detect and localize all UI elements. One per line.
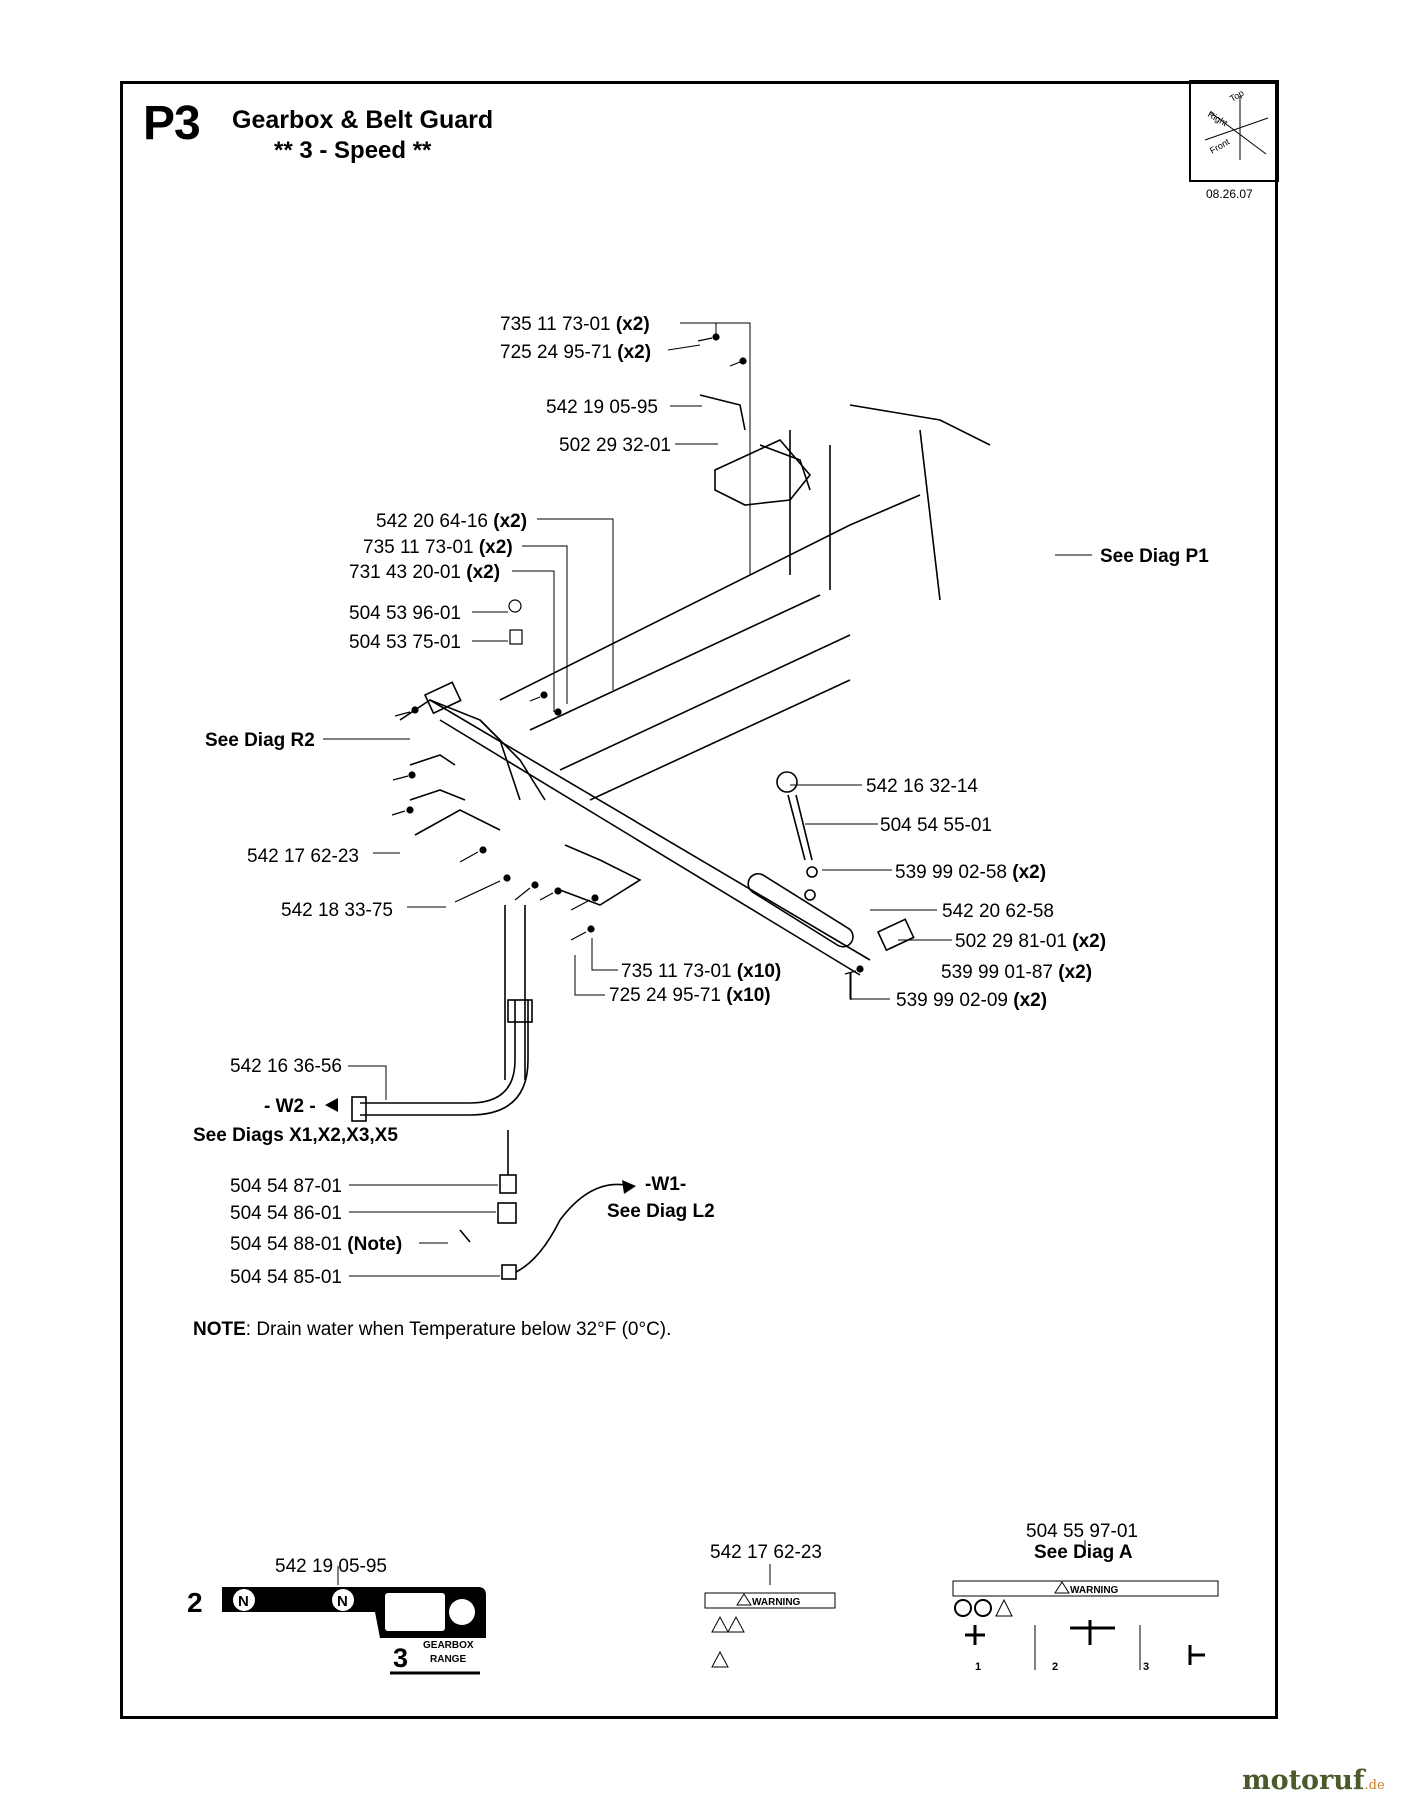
diagram-frame [120, 81, 1278, 1719]
orientation-front: Front [1208, 136, 1232, 155]
arrows [325, 1098, 636, 1194]
ref-see-diag-p1: See Diag P1 [1100, 546, 1209, 567]
decal-index: 2 [187, 1587, 203, 1618]
callout-542-16-36-56: 542 16 36-56 [230, 1056, 342, 1077]
decal-mid-part: 542 17 62-23 [710, 1542, 822, 1563]
brand-logo: motoruf.de [1242, 1765, 1385, 1796]
callout-504-54-87-01: 504 54 87-01 [230, 1176, 342, 1197]
callout-542-20-62-58: 542 20 62-58 [942, 901, 1054, 922]
callout-539-99-02-09: 539 99 02-09 (x2) [896, 990, 1047, 1011]
neutral-icon-2: N [337, 1593, 348, 1610]
callout-504-54-85-01: 504 54 85-01 [230, 1267, 342, 1288]
drain-note: NOTE: Drain water when Temperature below… [193, 1319, 671, 1340]
decal-right-part: 504 55 97-01 [1026, 1521, 1138, 1542]
callout-542-17-62-23: 542 17 62-23 [247, 846, 359, 867]
leader-lines [323, 322, 1092, 1585]
hazard-icon-4 [995, 1598, 1013, 1617]
decal-right-warning: WARNING [1070, 1585, 1119, 1596]
step-2: 2 [1052, 1661, 1058, 1673]
prohibit-icon [954, 1599, 972, 1617]
ref-see-diag-r2: See Diag R2 [205, 730, 315, 751]
callout-542-16-32-14: 542 16 32-14 [866, 776, 978, 797]
ref-w2: - W2 - [264, 1096, 316, 1117]
callout-539-99-01-87: 539 99 01-87 (x2) [941, 962, 1092, 983]
decal-gearbox-range: 2 542 19 05-95 N N 3 GEARBOX RANGE [187, 1556, 486, 1675]
callout-725-24-95-71-b: 725 24 95-71 (x10) [609, 985, 771, 1006]
decal-warning-mid: 542 17 62-23 WARNING [704, 1542, 836, 1668]
hazard-icon-3 [711, 1650, 729, 1668]
ref-w1: -W1- [645, 1174, 686, 1195]
ref-see-diags-x: See Diags X1,X2,X3,X5 [193, 1125, 398, 1146]
callout-731-43-20-01: 731 43 20-01 (x2) [349, 562, 500, 583]
callout-504-54-88-01: 504 54 88-01 (Note) [230, 1234, 402, 1255]
range-line-1: GEARBOX [423, 1640, 474, 1651]
range-line-2: RANGE [430, 1654, 466, 1665]
callout-504-53-96-01: 504 53 96-01 [349, 603, 461, 624]
callout-542-18-33-75: 542 18 33-75 [281, 900, 393, 921]
orientation-right: Right [1206, 109, 1230, 128]
callout-725-24-95-71-a: 725 24 95-71 (x2) [500, 342, 651, 363]
callout-735-11-73-01-c: 735 11 73-01 (x10) [621, 961, 781, 982]
diagram-references: See Diag P1 See Diag R2 - W2 - See Diags… [193, 546, 1209, 1222]
callout-542-20-64-16: 542 20 64-16 (x2) [376, 511, 527, 532]
section-id: P3 [143, 97, 201, 150]
callout-735-11-73-01-b: 735 11 73-01 (x2) [363, 537, 513, 558]
decal-2-part: 542 19 05-95 [275, 1556, 387, 1577]
speed-range-number: 3 [393, 1643, 408, 1673]
step-3: 3 [1143, 1661, 1149, 1673]
callout-539-99-02-58: 539 99 02-58 (x2) [895, 862, 1046, 883]
w2-arrow-icon [325, 1098, 338, 1112]
hazard-icon [711, 1615, 729, 1633]
diagram-title: Gearbox & Belt Guard [232, 106, 494, 134]
callout-labels: 735 11 73-01 (x2) 725 24 95-71 (x2) 542 … [230, 314, 1106, 1288]
frame-tube-drawing [351, 394, 991, 1280]
w1-arrow-icon [622, 1180, 636, 1194]
diagram-subtitle: ** 3 - Speed ** [274, 137, 432, 164]
hardware-bolts [391, 333, 864, 975]
decal-warning-right: 504 55 97-01 See Diag A WARNING 1 2 3 [952, 1521, 1219, 1673]
callout-504-54-86-01: 504 54 86-01 [230, 1203, 342, 1224]
callout-735-11-73-01-a: 735 11 73-01 (x2) [500, 314, 650, 335]
callout-502-29-32-01: 502 29 32-01 [559, 435, 671, 456]
revision-date: 08.26.07 [1206, 187, 1253, 201]
callout-504-53-75-01: 504 53 75-01 [349, 632, 461, 653]
callout-504-54-55-01: 504 54 55-01 [880, 815, 992, 836]
step-1: 1 [975, 1661, 981, 1673]
decal-right-see: See Diag A [1034, 1542, 1133, 1563]
orientation-top: Top [1228, 88, 1246, 104]
decal-mid-warning: WARNING [752, 1597, 801, 1608]
hazard-icon-2 [727, 1615, 745, 1633]
callout-542-19-05-95: 542 19 05-95 [546, 397, 658, 418]
ref-see-diag-l2: See Diag L2 [607, 1201, 715, 1222]
orientation-icon: Top Right Front [1189, 80, 1279, 182]
callout-502-29-81-01: 502 29 81-01 (x2) [955, 931, 1106, 952]
prohibit-icon-2 [974, 1599, 992, 1617]
neutral-icon-1: N [238, 1593, 249, 1610]
